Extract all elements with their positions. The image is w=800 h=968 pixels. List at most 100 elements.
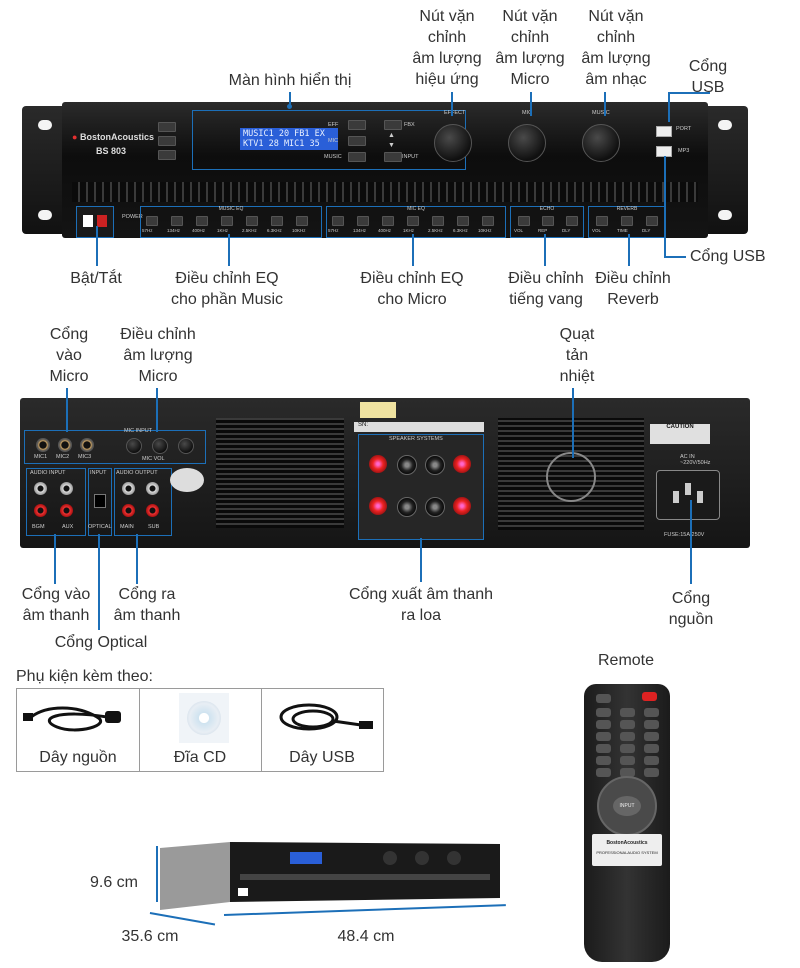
input-button[interactable] xyxy=(384,152,402,162)
down-arrow-icon[interactable]: ▼ xyxy=(388,142,395,149)
mic-eq-slider-5[interactable] xyxy=(457,216,469,226)
remote-key-1-1[interactable] xyxy=(620,720,635,729)
echo-slider-1[interactable] xyxy=(542,216,554,226)
remote-power-key[interactable] xyxy=(642,692,657,701)
remote-key-0-2[interactable] xyxy=(644,708,659,717)
remote-key-1-0[interactable] xyxy=(596,720,611,729)
usb-port-top[interactable] xyxy=(656,126,672,137)
speaker-post-8[interactable] xyxy=(453,497,471,515)
remote-key-4-0[interactable] xyxy=(596,756,611,765)
speaker-terminal-frame: SPEAKER SYSTEMS xyxy=(358,434,484,540)
brand-logo: ● BostonAcoustics xyxy=(72,132,154,142)
remote-key-0-0[interactable] xyxy=(596,708,611,717)
accessory-usb-cable: Dây USB xyxy=(261,689,383,771)
bgm-l-jack[interactable] xyxy=(34,482,47,495)
front-button-3[interactable] xyxy=(158,150,176,160)
mic-eq-title: MIC EQ xyxy=(407,206,425,212)
mic1-jack[interactable] xyxy=(36,438,50,452)
music-eq-slider-2[interactable] xyxy=(196,216,208,226)
fbx-button[interactable] xyxy=(384,120,402,130)
music-eq-slider-1[interactable] xyxy=(171,216,183,226)
remote-key-4-2[interactable] xyxy=(644,756,659,765)
music-button[interactable] xyxy=(348,152,366,162)
main-l-jack[interactable] xyxy=(122,482,135,495)
mic-knob[interactable] xyxy=(508,124,546,162)
reverb-slider-2[interactable] xyxy=(646,216,658,226)
mic-eq-slider-2[interactable] xyxy=(382,216,394,226)
music-eq-slider-4[interactable] xyxy=(246,216,258,226)
eff-button[interactable] xyxy=(348,120,366,130)
front-button-1[interactable] xyxy=(158,122,176,132)
speaker-post-3[interactable] xyxy=(425,455,445,475)
mic-vol-knob-1[interactable] xyxy=(126,438,142,454)
speaker-post-1[interactable] xyxy=(369,455,387,473)
echo-label-2: DLY xyxy=(562,228,571,233)
mic-jack-label-2: MIC2 xyxy=(56,454,70,460)
aux-label: AUX xyxy=(62,524,74,530)
speaker-post-5[interactable] xyxy=(369,497,387,515)
remote-key-1-2[interactable] xyxy=(644,720,659,729)
speaker-post-6[interactable] xyxy=(397,497,417,517)
main-r-jack[interactable] xyxy=(122,504,135,517)
remote-key-5-1[interactable] xyxy=(620,768,635,777)
power-switch[interactable] xyxy=(83,215,93,227)
sub-r-jack[interactable] xyxy=(146,504,159,517)
front-button-2[interactable] xyxy=(158,136,176,146)
speaker-post-2[interactable] xyxy=(397,455,417,475)
music-eq-slider-6[interactable] xyxy=(296,216,308,226)
mic-eq-slider-3[interactable] xyxy=(407,216,419,226)
mic2-jack[interactable] xyxy=(58,438,72,452)
music-knob[interactable] xyxy=(582,124,620,162)
eff-label: EFF xyxy=(328,122,339,128)
up-arrow-icon[interactable]: ▲ xyxy=(388,132,395,139)
mic-eq-slider-0[interactable] xyxy=(332,216,344,226)
speaker-post-4[interactable] xyxy=(453,455,471,473)
callout-power-switch: Bật/Tắt xyxy=(70,270,122,287)
remote-key-2-1[interactable] xyxy=(620,732,635,741)
remote-key-3-2[interactable] xyxy=(644,744,659,753)
mic-vol-knob-2[interactable] xyxy=(152,438,168,454)
mic-eq-slider-6[interactable] xyxy=(482,216,494,226)
remote-dpad[interactable]: INPUT xyxy=(597,776,657,836)
bgm-r-jack[interactable] xyxy=(34,504,47,517)
remote-key-5-0[interactable] xyxy=(596,768,611,777)
dimension-depth: 35.6 cm xyxy=(121,928,179,945)
callout-speaker-out: Cổng xuất âm thanh ra loa xyxy=(348,586,494,624)
mic-eq-slider-4[interactable] xyxy=(432,216,444,226)
music-eq-slider-5[interactable] xyxy=(271,216,283,226)
mic-eq-slider-1[interactable] xyxy=(357,216,369,226)
accessory-cd: Đĩa CD xyxy=(139,689,262,771)
mic3-jack[interactable] xyxy=(80,438,94,452)
optical-port[interactable] xyxy=(94,494,106,508)
remote-key-2-2[interactable] xyxy=(644,732,659,741)
remote-key-top-left[interactable] xyxy=(596,694,611,703)
reverb-slider-1[interactable] xyxy=(621,216,633,226)
music-eq-slider-0[interactable] xyxy=(146,216,158,226)
sub-l-jack[interactable] xyxy=(146,482,159,495)
mic-label: MIC xyxy=(328,138,339,144)
aux-l-jack[interactable] xyxy=(60,482,73,495)
remote-pad-center[interactable]: INPUT xyxy=(613,796,641,816)
remote-key-5-2[interactable] xyxy=(644,768,659,777)
remote-key-2-0[interactable] xyxy=(596,732,611,741)
music-eq-slider-3[interactable] xyxy=(221,216,233,226)
mic-button[interactable] xyxy=(348,136,366,146)
aux-r-jack[interactable] xyxy=(60,504,73,517)
remote-key-3-0[interactable] xyxy=(596,744,611,753)
reverb-section: REVERB xyxy=(588,206,666,238)
remote-key-3-1[interactable] xyxy=(620,744,635,753)
ac-power-socket[interactable] xyxy=(656,470,720,520)
effect-knob[interactable] xyxy=(434,124,472,162)
remote-key-4-1[interactable] xyxy=(620,756,635,765)
front-panel: ● BostonAcoustics BS 803 MUSIC1 20 FB1 E… xyxy=(22,96,748,244)
optical-frame xyxy=(88,468,112,536)
remote-key-0-1[interactable] xyxy=(620,708,635,717)
speaker-post-7[interactable] xyxy=(425,497,445,517)
echo-slider-2[interactable] xyxy=(566,216,578,226)
dimension-amplifier-view xyxy=(160,842,500,910)
reverb-slider-0[interactable] xyxy=(596,216,608,226)
mic-vol-knob-3[interactable] xyxy=(178,438,194,454)
echo-slider-0[interactable] xyxy=(518,216,530,226)
music-eq-label-3: 1KHz xyxy=(217,228,229,233)
callout-knob-effect: Nút vặn chỉnh âm lượng hiệu ứng xyxy=(412,8,482,88)
